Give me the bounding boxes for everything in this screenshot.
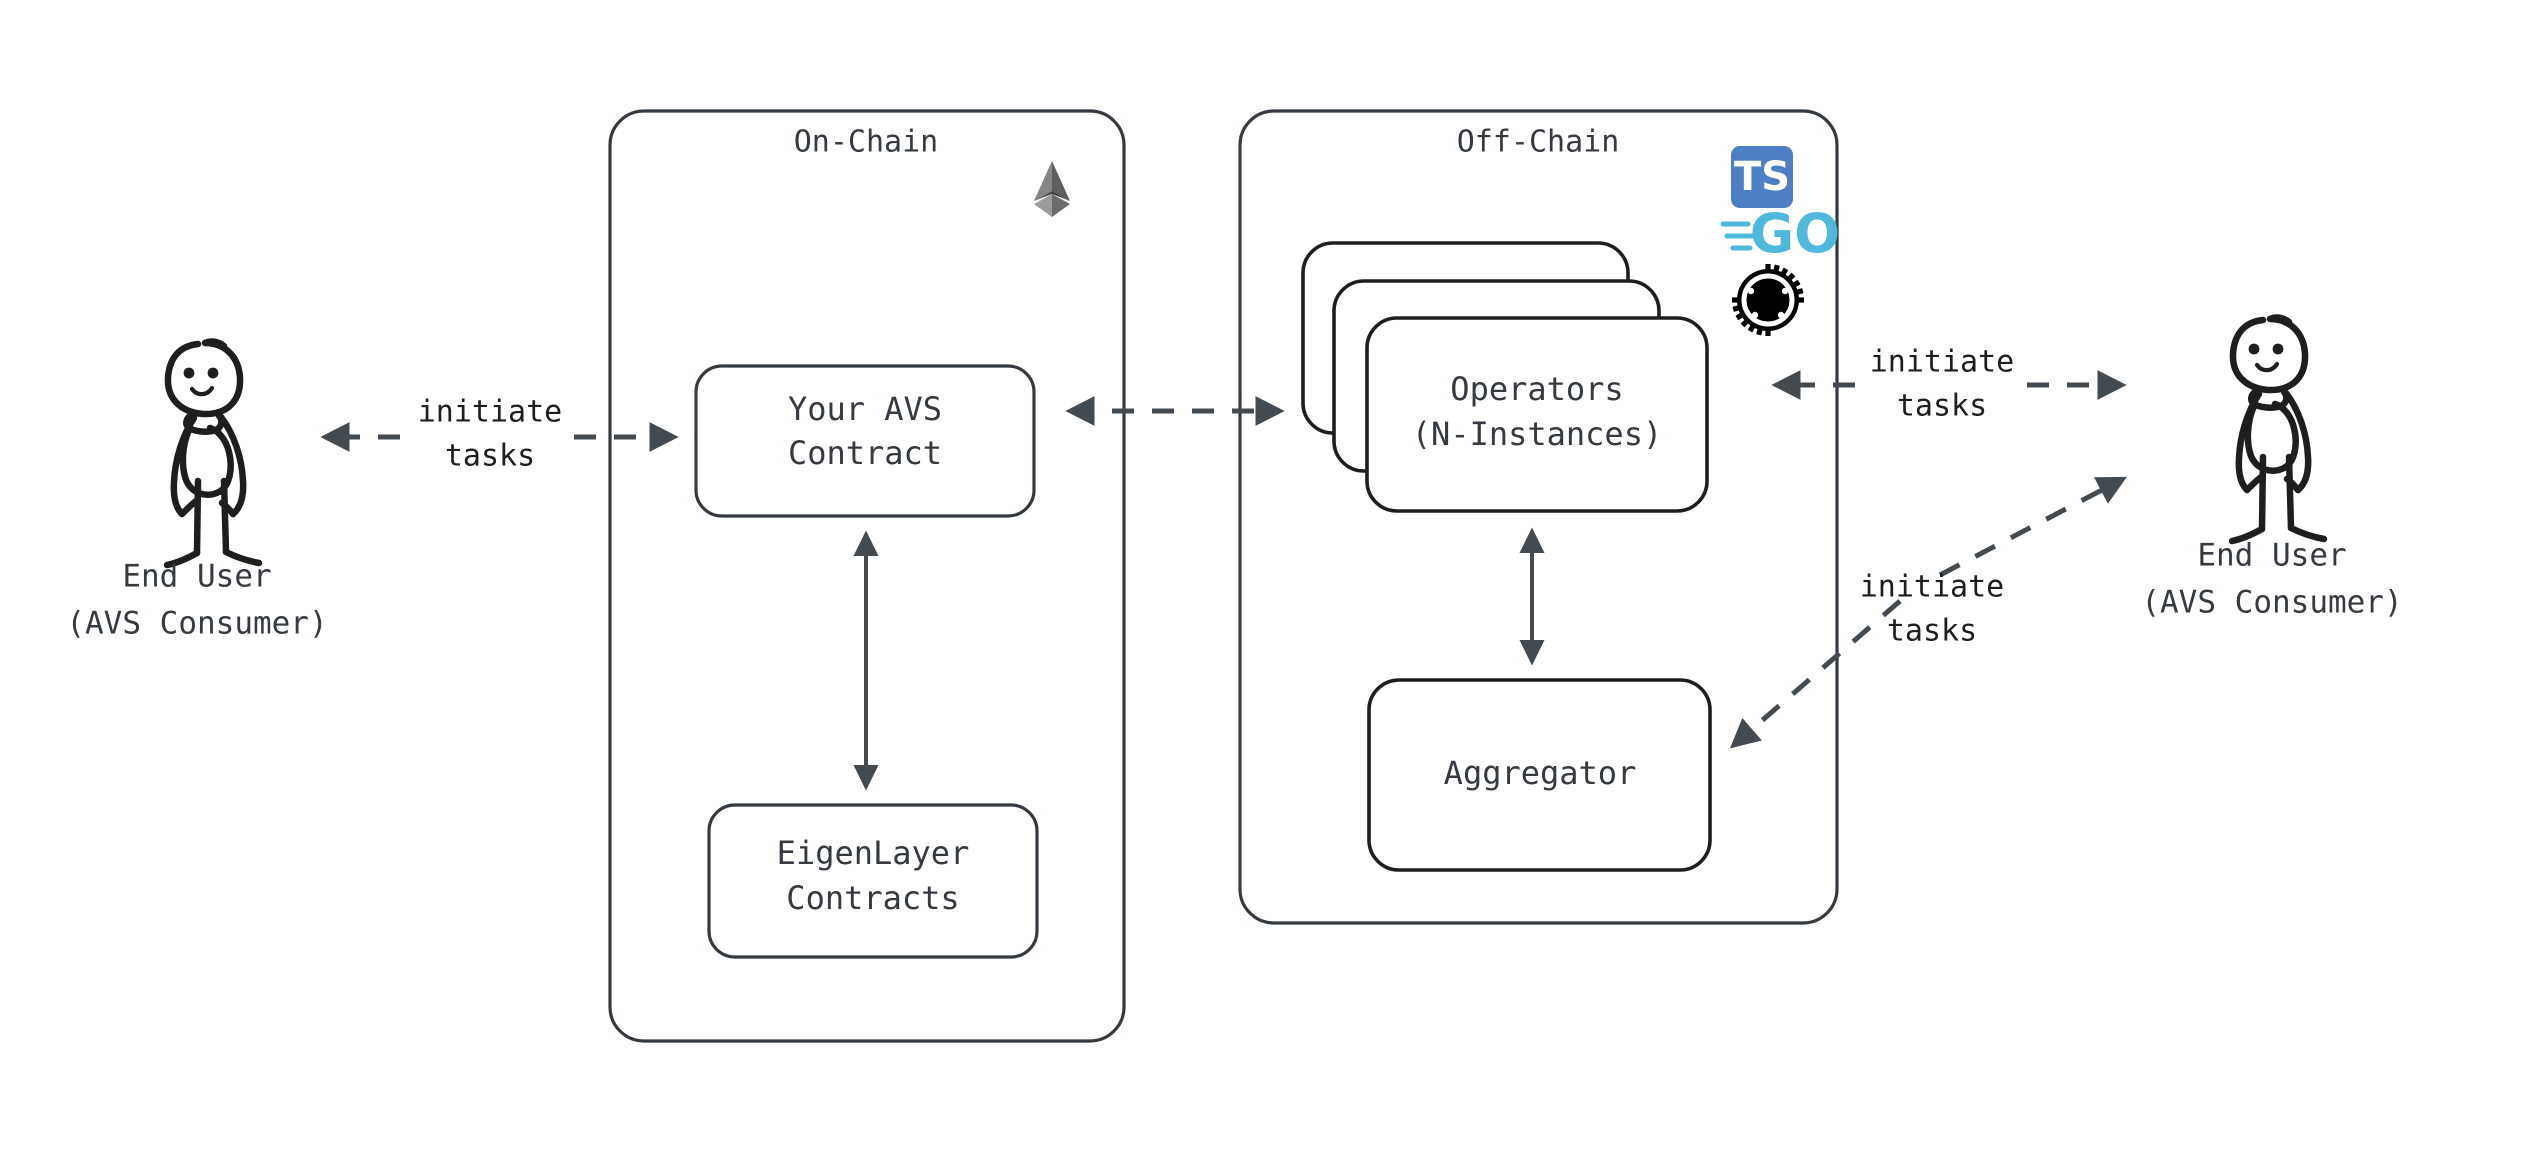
actor-left-user[interactable]: End User (AVS Consumer) xyxy=(66,338,328,642)
edge-aggregator-user-label-2: tasks xyxy=(1887,614,1977,649)
edge-aggregator-user-upper-seg xyxy=(1938,476,2127,578)
svg-text:GO: GO xyxy=(1750,202,1840,265)
left-user-face xyxy=(183,367,219,379)
node-eigenlayer-contracts[interactable]: EigenLayer Contracts xyxy=(707,803,1039,959)
left-user-label-2: (AVS Consumer) xyxy=(66,606,327,642)
node-aggregator[interactable]: Aggregator xyxy=(1367,678,1712,872)
edge-operators-user-label-2: tasks xyxy=(1897,389,1987,424)
edge-aggregator-user-lower-seg xyxy=(1729,599,1902,749)
aggregator-label: Aggregator xyxy=(1444,754,1637,792)
edge-user-avs-label-2: tasks xyxy=(445,439,535,474)
avs-contract-box xyxy=(694,364,1036,518)
eigenlayer-contracts-label-2: Contracts xyxy=(786,879,959,917)
edge-user-avs-label-1: initiate xyxy=(418,395,563,430)
operators-label-1: Operators xyxy=(1450,370,1623,408)
rust-icon: R xyxy=(1732,264,1804,336)
svg-text:TS: TS xyxy=(1734,154,1790,200)
left-user-figure xyxy=(163,338,263,569)
operators-label-2: (N-Instances) xyxy=(1412,415,1662,453)
right-user-label-1: End User xyxy=(2197,538,2346,574)
edge-operators-to-user: initiate tasks xyxy=(1771,345,2127,424)
off-chain-title: Off-Chain xyxy=(1457,125,1620,160)
edge-user-to-avs: initiate tasks xyxy=(320,395,679,474)
actor-right-user[interactable]: End User (AVS Consumer) xyxy=(2141,314,2403,621)
edge-operators-user-label-1: initiate xyxy=(1870,345,2015,380)
ethereum-icon xyxy=(1034,161,1070,217)
on-chain-title: On-Chain xyxy=(794,125,939,160)
go-icon: GO xyxy=(1720,202,1840,265)
right-user-face xyxy=(2248,343,2284,355)
left-user-smile xyxy=(189,385,215,397)
left-user-label-1: End User xyxy=(122,559,271,595)
svg-text:R: R xyxy=(1754,280,1782,319)
right-user-smile xyxy=(2254,361,2280,373)
edge-aggregator-to-user: initiate tasks xyxy=(1729,476,2127,749)
eigenlayer-contracts-box xyxy=(707,803,1039,959)
right-user-figure xyxy=(2228,314,2328,545)
avs-contract-label-2: Contract xyxy=(788,434,942,472)
right-user-label-2: (AVS Consumer) xyxy=(2141,585,2402,621)
avs-contract-label-1: Your AVS xyxy=(788,390,942,428)
edge-aggregator-user-label-1: initiate xyxy=(1860,570,2005,605)
typescript-icon: TS xyxy=(1731,146,1793,208)
node-your-avs-contract[interactable]: Your AVS Contract xyxy=(694,364,1036,518)
eigenlayer-contracts-label-1: EigenLayer xyxy=(777,834,970,872)
aggregator-box xyxy=(1367,678,1712,872)
operators-box xyxy=(1365,316,1709,513)
node-operators[interactable]: Operators (N-Instances) xyxy=(1365,316,1709,513)
